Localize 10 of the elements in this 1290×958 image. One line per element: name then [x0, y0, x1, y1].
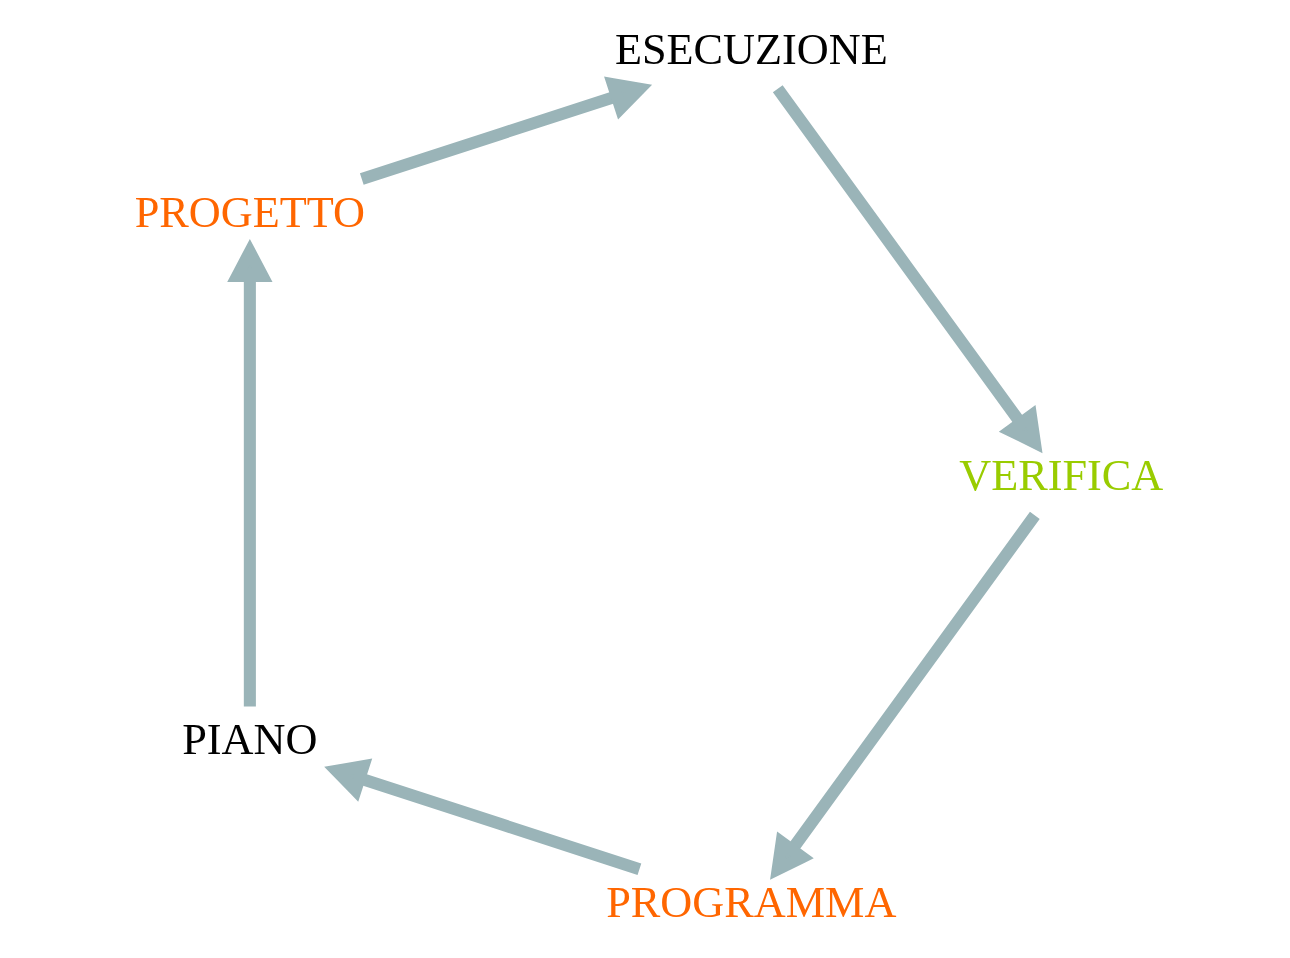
- node-text: PIANO: [182, 714, 318, 764]
- node-text: PROGETTO: [134, 187, 365, 237]
- arrow: [227, 238, 273, 707]
- node-text: VERIFICA: [959, 451, 1164, 501]
- arrow: [359, 76, 653, 185]
- arrow: [770, 511, 1040, 880]
- arrow: [324, 758, 642, 875]
- node-text: PROGRAMMA: [606, 877, 897, 927]
- node-text: ESECUZIONE: [614, 24, 888, 74]
- arrow: [772, 85, 1043, 454]
